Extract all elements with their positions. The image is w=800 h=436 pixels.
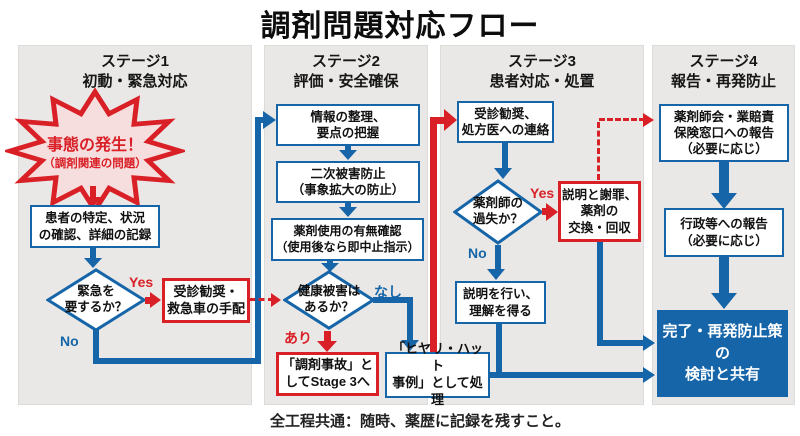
- arrowhead-urgent-consult: [150, 292, 161, 308]
- incident-subtitle: （調剤関連の問題）: [43, 158, 147, 170]
- line-no-loop-in: [257, 117, 264, 123]
- line-accident-in: [430, 117, 446, 124]
- line-no-loop-up: [255, 117, 261, 364]
- stage3-header: ステージ3 患者対応・処置: [489, 53, 595, 91]
- apology-box: 説明と謝罪、 薬剤の 交換・回収: [558, 181, 641, 242]
- line-nashi-across: [373, 297, 413, 303]
- incident-label: 事態の発生！ （調剤関連の問題）: [5, 88, 185, 214]
- arrowhead-apology-complete: [643, 335, 655, 351]
- arrowhead-government-complete: [711, 293, 737, 309]
- line-apology-down: [597, 242, 603, 346]
- harm-diamond-label: 健康被害は あるか？: [297, 284, 361, 314]
- line-apology-across: [597, 340, 645, 346]
- dashed-apology-across: [599, 118, 645, 121]
- arrowhead-accident-contact: [444, 109, 457, 131]
- fault-no-label: No: [468, 245, 487, 261]
- contact-box: 受診勧奨、 処方医への連絡: [457, 101, 554, 143]
- arrowhead-contact-fault: [494, 168, 512, 179]
- arrowhead-usage-harm: [321, 263, 339, 272]
- arrow-usage-harm: [327, 261, 333, 264]
- diamond-shape: [283, 270, 375, 330]
- organize-box: 情報の整理、 要点の把握: [276, 104, 420, 146]
- harm-diamond: 健康被害は あるか？: [283, 270, 375, 330]
- line-no-loop-across: [93, 358, 261, 364]
- identify-box: 患者の特定、状況 の確認、詳細の記録: [30, 205, 160, 248]
- accident-box: 「調剤事故」と してStage 3へ: [276, 352, 379, 396]
- arrowhead-apology-association: [643, 113, 654, 127]
- usage-check-box: 薬剤使用の有無確認 （使用後なら即中止指示）: [271, 218, 424, 261]
- footer-note: 全工程共通：随時、薬歴に記録を残すこと。: [270, 413, 571, 430]
- consult-box: 受診勧奨・ 救急車の手配: [162, 278, 250, 323]
- fault-diamond-label: 薬剤師の 過失か？: [472, 196, 523, 226]
- line-accident-up: [430, 117, 437, 352]
- arrowhead-incident-identify: [84, 197, 102, 207]
- arrow-fault-apology: [542, 208, 548, 215]
- urgent-no-label: No: [60, 333, 79, 349]
- diamond-shape: [453, 179, 543, 245]
- complete-box: 完了・再発防止策の 検討と共有: [657, 310, 788, 397]
- stage4-header: ステージ4 報告・再発防止: [670, 53, 776, 91]
- arrowhead-consult-harm: [271, 293, 281, 307]
- arrow-fault-explain: [495, 245, 501, 271]
- urgent-diamond: 緊急を 要するか？: [46, 268, 146, 332]
- page-title: 調剤問題対応フロー: [260, 10, 540, 43]
- arrowhead-fault-apology: [546, 203, 558, 221]
- arrow-urgent-consult: [145, 297, 152, 304]
- arrow-government-complete: [719, 257, 729, 295]
- arrowhead-secondary-usage: [339, 207, 357, 217]
- arrow-incident-identify: [90, 186, 96, 199]
- urgent-yes-label: Yes: [129, 274, 154, 290]
- stage2-header: ステージ2 評価・安全確保: [293, 53, 399, 91]
- arrow-identify-urgent: [90, 248, 96, 259]
- arrow-organize-secondary: [345, 146, 351, 151]
- arrowhead-association-government: [711, 193, 737, 209]
- arrow-secondary-usage: [345, 203, 351, 208]
- arrow-contact-fault: [502, 143, 508, 170]
- arrowhead-identify-urgent: [84, 258, 102, 268]
- arrowhead-ari: [317, 341, 337, 352]
- stage1-header: ステージ1 初動・緊急対応: [82, 53, 188, 91]
- line-nashi-down: [407, 297, 413, 341]
- dashed-apology-up: [597, 122, 600, 180]
- urgent-diamond-label: 緊急を 要するか？: [64, 284, 128, 314]
- incident-title: 事態の発生！: [46, 137, 143, 154]
- government-report-box: 行政等への報告 （必要に応じ）: [664, 208, 784, 257]
- line-nearmiss-across: [489, 372, 645, 378]
- association-report-box: 薬剤師会・業賠責 保険窓口への報告 （必要に応じ）: [659, 104, 789, 162]
- arrowhead-organize-secondary: [339, 150, 357, 160]
- dashed-consult-harm: [249, 298, 274, 301]
- fault-diamond: 薬剤師の 過失か？: [453, 179, 543, 245]
- arrowhead-nearmiss-complete: [643, 367, 655, 383]
- arrow-ari: [324, 331, 331, 342]
- line-explain-down: [496, 324, 502, 378]
- arrowhead-no-loop: [263, 111, 276, 129]
- fault-yes-label: Yes: [530, 185, 555, 201]
- arrowhead-fault-explain: [487, 269, 505, 280]
- secondary-damage-box: 二次被害防止 （事象拡大の防止）: [276, 161, 420, 203]
- line-no-loop-down: [93, 330, 99, 364]
- harm-yes-label: あり: [284, 330, 312, 346]
- explain-box: 説明を行い、 理解を得る: [455, 281, 546, 324]
- nearmiss-box: 「ヒヤリ・ハット 事例」として処理: [385, 341, 490, 407]
- arrow-association-government: [719, 162, 729, 195]
- arrowhead-nashi: [401, 340, 419, 351]
- harm-no-label: なし: [374, 284, 402, 300]
